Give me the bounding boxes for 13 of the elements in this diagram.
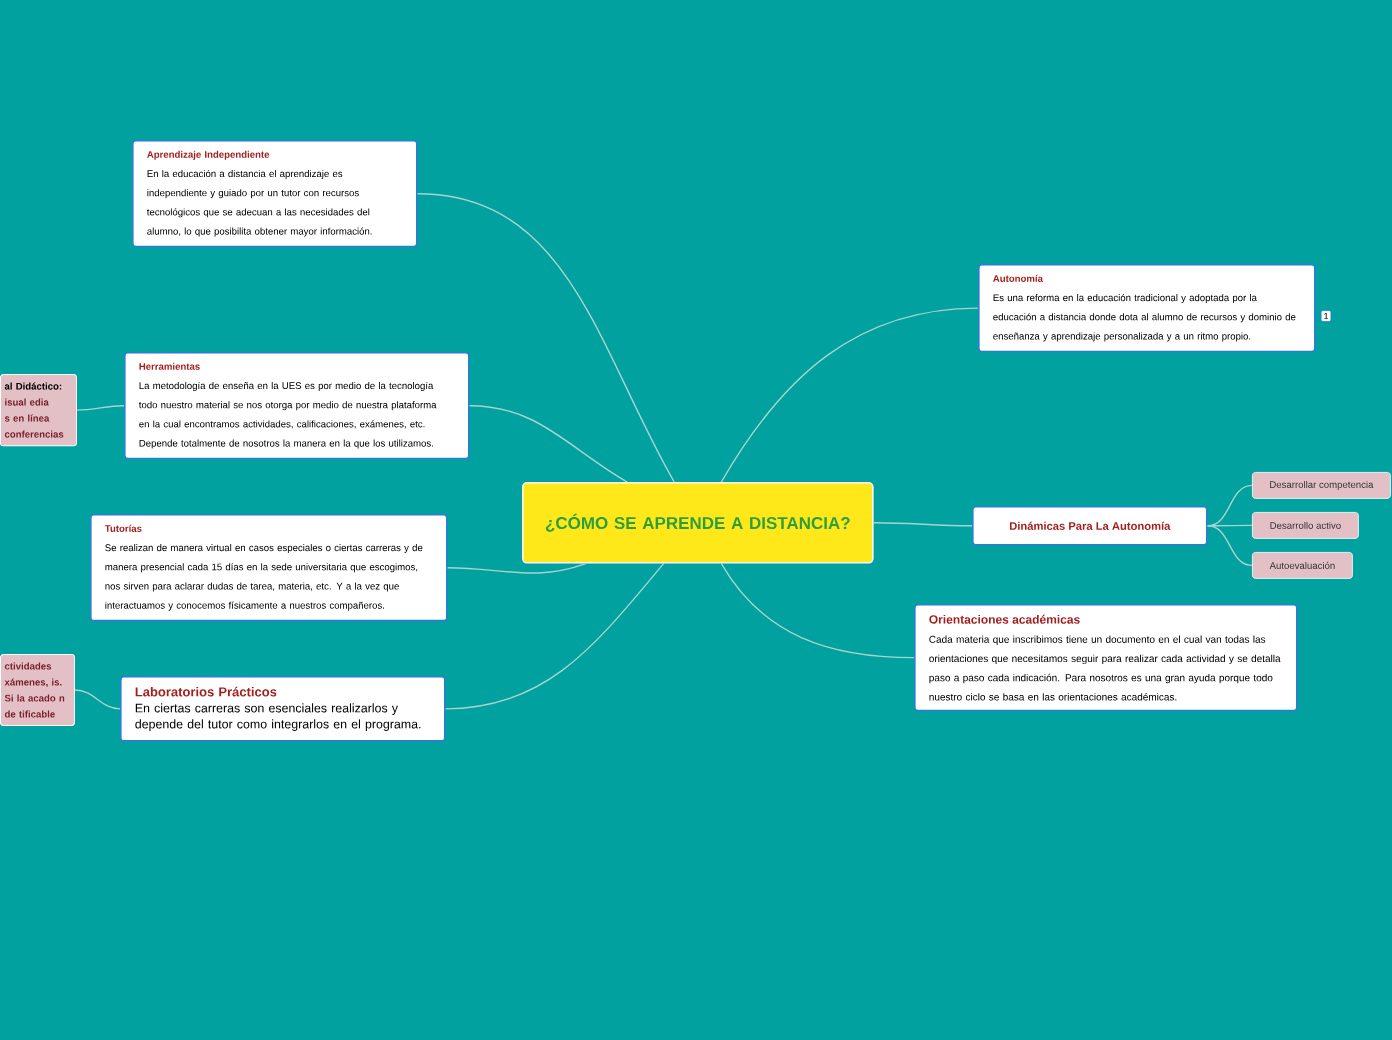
connector-line xyxy=(1206,524,1253,527)
connector-line xyxy=(468,405,628,483)
connector-line xyxy=(872,522,973,527)
connector-line xyxy=(416,193,675,483)
connector-line xyxy=(720,307,979,483)
central-topic-box: ¿CÓMO SE APRENDE A DISTANCIA? xyxy=(522,482,874,564)
connector-line xyxy=(76,405,125,411)
connector-line xyxy=(74,689,121,710)
connector-line xyxy=(444,562,665,710)
connector-line xyxy=(1206,525,1253,567)
connector-line xyxy=(720,562,915,659)
connector-line xyxy=(446,562,587,574)
connector-line xyxy=(1206,484,1253,527)
